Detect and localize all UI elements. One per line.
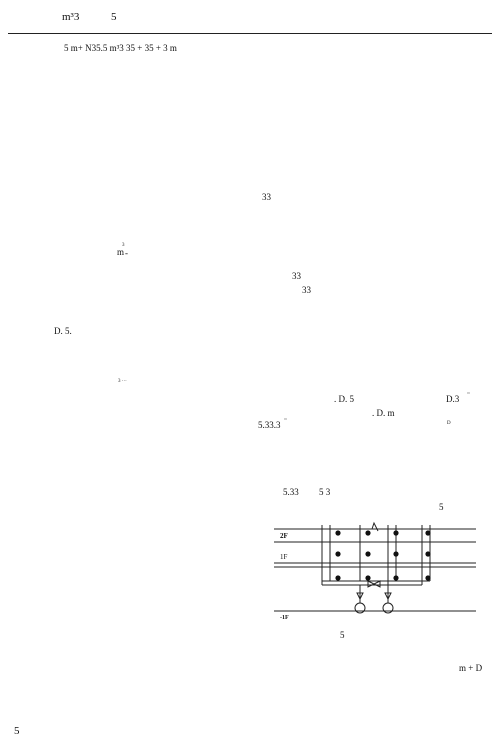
text-fragment: 33: [292, 271, 301, 281]
page-header-title: m³3: [62, 11, 80, 23]
text-fragment: ''': [467, 393, 470, 398]
text-fragment: m + D: [459, 663, 483, 673]
text-fragment: 3 ···: [118, 379, 127, 384]
text-fragment: ''': [284, 419, 287, 424]
text-fragment: D: [447, 421, 451, 426]
text-fragment: . D. 5: [334, 394, 354, 404]
text-fragment: 33: [262, 192, 271, 202]
text-fragment: . D. m: [372, 408, 395, 418]
page-number: 5: [14, 725, 20, 737]
page-header-number: 5: [111, 11, 117, 23]
text-fragment: D. 5.: [54, 326, 72, 336]
floor-label-1f: 1F: [280, 553, 288, 561]
text-fragment: 5: [439, 502, 444, 512]
diagram-caption: 5: [340, 630, 345, 640]
text-fragment: D.3: [446, 394, 460, 404]
subtitle-line: 5 m+ N35.5 m³3 35 + 35 + 3 m: [64, 43, 177, 53]
floor-label-b1f: -1F: [280, 615, 289, 621]
text-fragment: 33: [302, 285, 311, 295]
header-divider: [8, 33, 492, 34]
text-fragment: 5.33.3: [258, 420, 281, 430]
text-fragment: m: [117, 247, 125, 257]
text-fragment: 5 3: [319, 487, 331, 497]
text-fragment: -: [125, 248, 128, 258]
floor-label-2f: 2F: [280, 532, 288, 540]
piping-diagram: 2F 1F -1F: [274, 521, 476, 621]
text-fragment: 5.33: [283, 487, 299, 497]
superscript-fragment: 3: [122, 243, 125, 248]
